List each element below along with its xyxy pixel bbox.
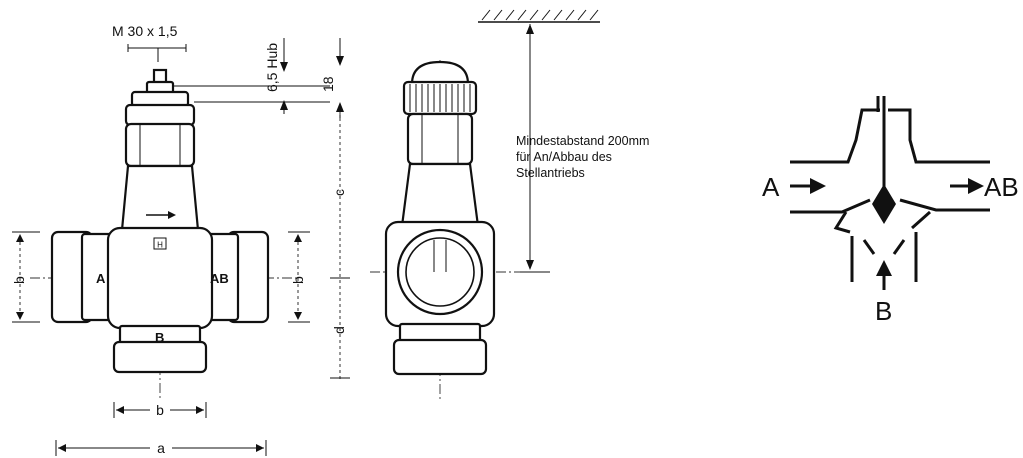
stroke-dimension: 6,5 Hub <box>264 43 280 92</box>
symbol-label-ab: AB <box>984 172 1019 202</box>
dimension-b-left: b <box>11 276 27 284</box>
note-line-1: Mindestabstand 200mm <box>516 134 649 148</box>
front-port-ab: AB <box>210 271 229 286</box>
height-18-dimension: 18 <box>320 76 336 92</box>
dimension-c: c <box>331 189 347 196</box>
front-view: H A AB B M 30 x 1,5 6,5 Hub 18 c d <box>11 23 350 456</box>
symbol-label-b: B <box>875 296 892 326</box>
note-line-2: für An/Abbau des <box>516 150 612 164</box>
dimension-d: d <box>331 326 347 334</box>
dimension-a: a <box>157 440 165 456</box>
thread-dimension: M 30 x 1,5 <box>112 23 178 39</box>
side-view <box>370 60 550 400</box>
dimension-b-bottom: b <box>156 402 164 418</box>
symbol-label-a: A <box>762 172 780 202</box>
front-port-a: A <box>96 271 106 286</box>
note-line-3: Stellantriebs <box>516 166 585 180</box>
dimension-b-mid: b <box>290 276 306 284</box>
minimum-distance-indicator: Mindestabstand 200mm für An/Abbau des St… <box>478 9 649 273</box>
flow-symbol: A AB B <box>762 96 1019 326</box>
front-marker: H <box>157 241 163 250</box>
front-port-b: B <box>155 330 164 345</box>
